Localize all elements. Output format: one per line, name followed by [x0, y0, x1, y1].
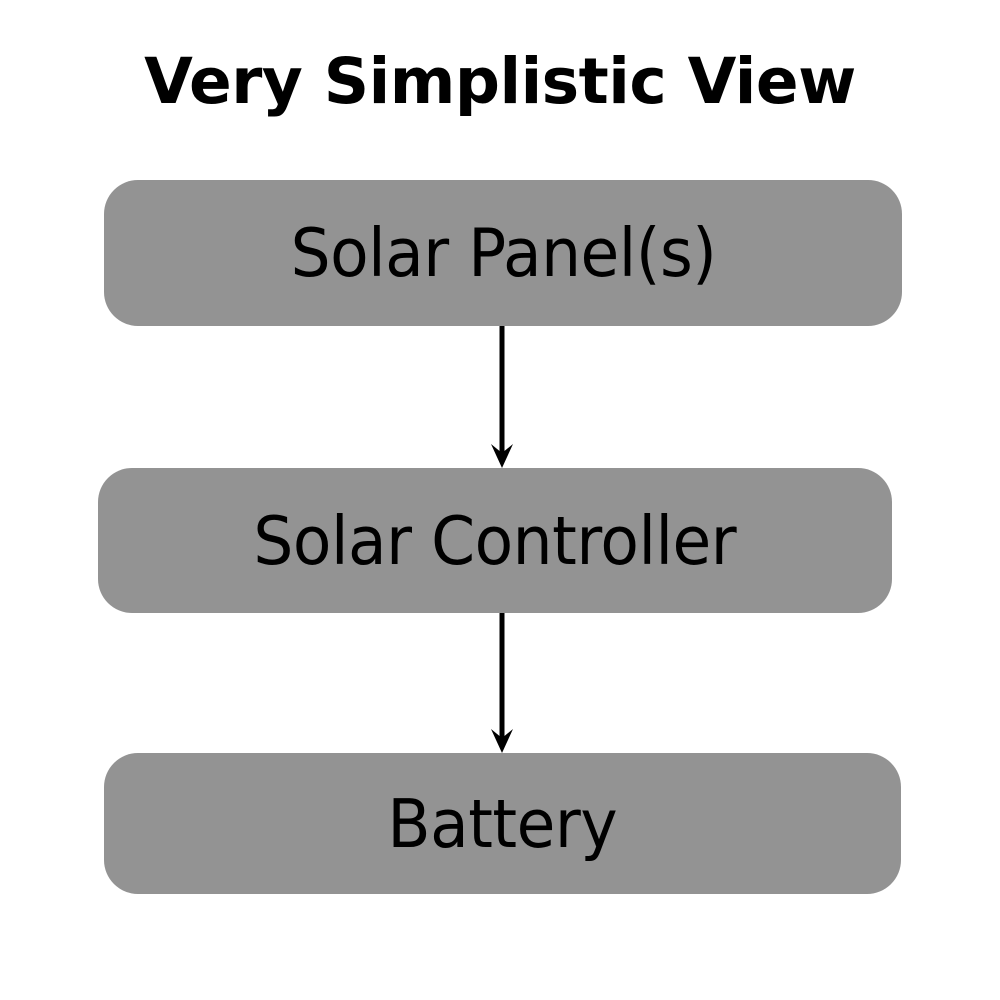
node-solar-controller-label: Solar Controller [253, 501, 737, 580]
diagram-title: Very Simplistic View [144, 45, 856, 118]
node-battery-label: Battery [387, 784, 618, 863]
arrow-solar-panel-to-solar-controller [491, 326, 513, 468]
node-solar-panel[interactable]: Solar Panel(s) [104, 180, 902, 326]
node-solar-panel-label: Solar Panel(s) [290, 214, 716, 292]
arrow-solar-controller-to-battery [491, 613, 513, 753]
node-battery[interactable]: Battery [104, 753, 901, 894]
node-solar-controller[interactable]: Solar Controller [98, 468, 892, 613]
